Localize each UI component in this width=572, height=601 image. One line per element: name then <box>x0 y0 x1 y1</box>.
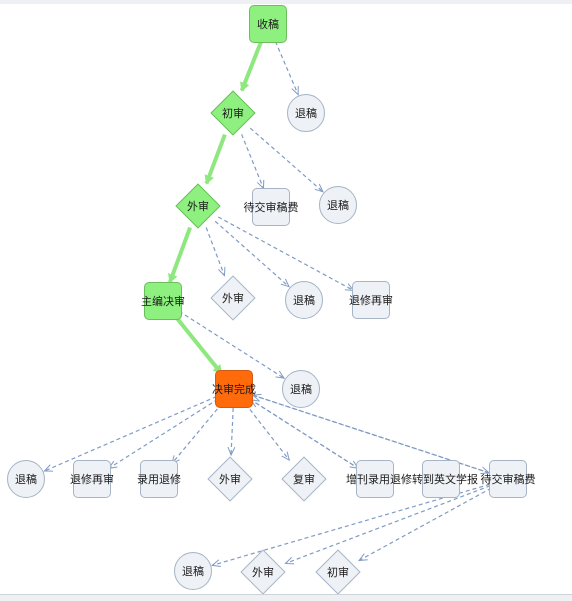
flow-edge-n_fee2-to-n_initial2 <box>359 487 492 560</box>
node-label: 录用退修 <box>137 473 181 486</box>
node-label: 外审 <box>187 200 209 213</box>
node-label: 外审 <box>252 566 274 579</box>
node-label: 外审 <box>222 292 244 305</box>
node-label: 退稿 <box>182 565 204 578</box>
node-supplement-transfer[interactable]: 增刊录用退修转到英文学报 <box>346 460 478 498</box>
active-flow-edge-n_initial-to-n_external <box>204 133 227 185</box>
flow-edge-n_external-to-n_revise1 <box>217 216 353 290</box>
node-label: 收稿 <box>257 18 279 31</box>
node-label: 退稿 <box>15 473 37 486</box>
top-toolbar-strip <box>0 0 572 4</box>
node-circle-shape <box>319 186 357 224</box>
node-box-shape <box>215 370 253 408</box>
node-label: 初审 <box>327 566 349 579</box>
node-circle-shape <box>287 94 325 132</box>
flow-edge-n_initial-to-n_fee1 <box>241 134 264 188</box>
flow-edge-n_external-to-n_reject3 <box>214 220 289 286</box>
flow-edge-n_done-to-n_revise2 <box>109 398 219 468</box>
node-re-review[interactable]: 复审 <box>281 456 327 502</box>
flow-edge-n_supplement-to-n_done <box>251 400 360 470</box>
node-label: 退稿 <box>290 383 312 396</box>
node-circle-shape <box>282 370 320 408</box>
flow-edge-n_external-to-n_external2 <box>205 227 224 275</box>
flow-edge-n_initial-to-n_reject2 <box>249 127 323 192</box>
node-box-shape <box>352 281 390 319</box>
node-label: 退稿 <box>327 199 349 212</box>
node-reject-4[interactable]: 退稿 <box>282 370 320 408</box>
node-label: 待交审稿费 <box>480 473 536 486</box>
node-box-shape <box>140 460 178 498</box>
node-label: 退稿 <box>295 107 317 120</box>
node-reject-3[interactable]: 退稿 <box>285 281 323 319</box>
flow-edge-n_done-to-n_review <box>245 403 290 460</box>
node-awaiting-fee-2[interactable]: 待交审稿费 <box>481 460 536 498</box>
flow-edge-n_done-to-n_accept <box>172 403 223 464</box>
node-awaiting-fee-1[interactable]: 待交审稿费 <box>244 188 299 226</box>
node-external-review-2[interactable]: 外审 <box>210 275 256 321</box>
active-flow-edge-n_external-to-n_editor <box>167 226 192 284</box>
active-flow-edge-n_submit-to-n_initial <box>239 40 263 92</box>
node-submit[interactable]: 收稿 <box>249 5 287 43</box>
node-circle-shape <box>285 281 323 319</box>
flow-edge-n_done-to-n_reject5 <box>44 395 217 472</box>
node-external-review[interactable]: 外审 <box>175 183 221 229</box>
node-box-shape <box>73 460 111 498</box>
node-reject-6[interactable]: 退稿 <box>174 552 212 590</box>
flow-edge-n_fee2-to-n_reject6 <box>212 483 490 565</box>
node-circle-shape <box>174 552 212 590</box>
node-box-shape-secondary <box>422 460 460 498</box>
node-box-shape <box>144 282 182 320</box>
node-revise-rereview-1[interactable]: 退修再审 <box>349 281 393 319</box>
flow-edge-n_submit-to-n_reject1 <box>274 41 298 94</box>
node-label: 退修再审 <box>349 294 393 307</box>
node-box-shape <box>356 460 394 498</box>
node-reject-1[interactable]: 退稿 <box>287 94 325 132</box>
flow-edge-n_done-to-n_external3 <box>231 407 233 455</box>
node-initial-review[interactable]: 初审 <box>210 90 256 136</box>
node-revise-rereview-2[interactable]: 退修再审 <box>70 460 114 498</box>
node-external-review-4[interactable]: 外审 <box>240 549 286 595</box>
node-label: 退稿 <box>293 294 315 307</box>
node-reject-5[interactable]: 退稿 <box>7 460 45 498</box>
node-accept-revise[interactable]: 录用退修 <box>137 460 181 498</box>
bottom-scrollbar-strip <box>0 594 572 601</box>
active-flow-edge-n_editor-to-n_done <box>173 314 223 375</box>
node-label: 初审 <box>222 107 244 120</box>
node-box-shape <box>252 188 290 226</box>
node-box-shape <box>249 5 287 43</box>
flow-edge-n_fee2-to-n_external4 <box>285 485 491 564</box>
node-label: 增刊录用退修转到英文学报 <box>346 473 478 486</box>
node-label: 待交审稿费 <box>243 201 299 214</box>
node-label: 复审 <box>293 473 315 486</box>
node-circle-shape <box>7 460 45 498</box>
node-box-shape <box>489 460 527 498</box>
node-editor-decision[interactable]: 主编决审 <box>141 282 185 320</box>
node-label: 退修再审 <box>70 473 114 486</box>
node-label: 主编决审 <box>141 295 185 308</box>
node-decision-complete[interactable]: 决审完成 <box>212 370 256 408</box>
node-external-review-3[interactable]: 外审 <box>207 456 253 502</box>
node-label: 决审完成 <box>212 383 256 396</box>
node-reject-2[interactable]: 退稿 <box>319 186 357 224</box>
flow-edge-n_editor-to-n_reject4 <box>178 310 284 378</box>
node-label: 外审 <box>219 473 241 486</box>
node-initial-review-2[interactable]: 初审 <box>315 549 361 595</box>
